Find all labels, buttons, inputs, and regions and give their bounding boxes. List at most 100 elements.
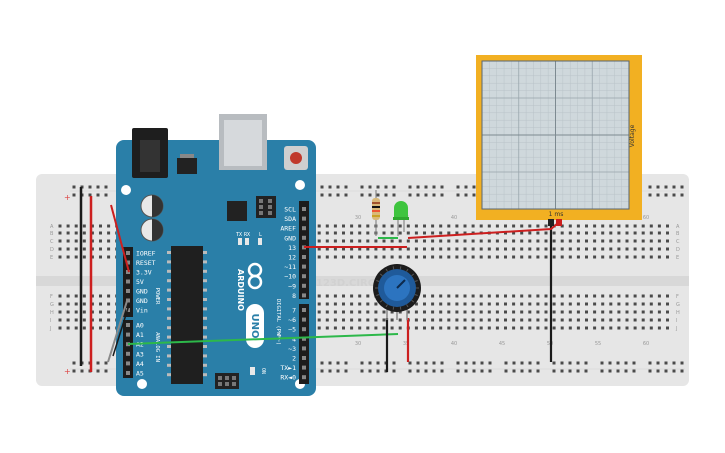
breadboard-hole[interactable] (398, 231, 402, 235)
power-pin[interactable] (126, 279, 130, 284)
digital-pin[interactable] (302, 207, 306, 211)
breadboard-hole[interactable] (633, 255, 637, 259)
breadboard-hole[interactable] (431, 310, 435, 314)
breadboard-hole[interactable] (648, 361, 652, 365)
breadboard-hole[interactable] (528, 294, 532, 298)
breadboard-hole[interactable] (424, 361, 428, 365)
breadboard-hole[interactable] (423, 302, 426, 306)
breadboard-hole[interactable] (455, 318, 459, 322)
breadboard-hole[interactable] (99, 310, 102, 314)
breadboard-hole[interactable] (601, 302, 605, 306)
digital-pin[interactable] (302, 293, 306, 298)
breadboard-hole[interactable] (414, 239, 418, 243)
breadboard-hole[interactable] (374, 310, 378, 314)
breadboard-hole[interactable] (463, 239, 467, 243)
breadboard-hole[interactable] (536, 239, 540, 243)
breadboard-hole[interactable] (504, 231, 507, 235)
breadboard-hole[interactable] (82, 318, 86, 322)
breadboard-hole[interactable] (96, 185, 100, 189)
breadboard-hole[interactable] (609, 326, 613, 330)
breadboard-hole[interactable] (609, 255, 613, 259)
breadboard-hole[interactable] (406, 255, 410, 259)
breadboard-hole[interactable] (350, 224, 354, 228)
breadboard-hole[interactable] (609, 239, 613, 243)
breadboard-hole[interactable] (528, 239, 532, 243)
breadboard-hole[interactable] (382, 239, 386, 243)
breadboard-hole[interactable] (624, 369, 628, 373)
breadboard-hole[interactable] (648, 193, 652, 197)
breadboard-hole[interactable] (374, 247, 378, 251)
breadboard-hole[interactable] (568, 369, 572, 373)
breadboard-hole[interactable] (333, 239, 337, 243)
breadboard-hole[interactable] (447, 224, 451, 228)
breadboard-hole[interactable] (617, 247, 621, 251)
breadboard-hole[interactable] (374, 302, 378, 306)
breadboard-hole[interactable] (601, 294, 605, 298)
scope-probe-signal[interactable] (556, 219, 562, 226)
breadboard-hole[interactable] (366, 326, 370, 330)
breadboard-hole[interactable] (552, 326, 556, 330)
breadboard-hole[interactable] (648, 369, 652, 373)
breadboard-hole[interactable] (504, 302, 507, 306)
breadboard-hole[interactable] (90, 224, 94, 228)
breadboard-hole[interactable] (431, 318, 435, 322)
analog-pin[interactable] (126, 371, 130, 375)
breadboard-hole[interactable] (439, 231, 443, 235)
breadboard-hole[interactable] (455, 255, 459, 259)
breadboard-hole[interactable] (88, 185, 92, 189)
breadboard-hole[interactable] (406, 239, 410, 243)
breadboard-hole[interactable] (325, 310, 329, 314)
breadboard-hole[interactable] (333, 294, 337, 298)
breadboard-hole[interactable] (398, 326, 402, 330)
breadboard-hole[interactable] (406, 231, 410, 235)
breadboard-hole[interactable] (431, 231, 435, 235)
breadboard-hole[interactable] (104, 369, 108, 373)
breadboard-hole[interactable] (74, 318, 78, 322)
breadboard-hole[interactable] (528, 231, 532, 235)
breadboard-hole[interactable] (625, 255, 629, 259)
breadboard-hole[interactable] (568, 326, 572, 330)
breadboard-hole[interactable] (58, 318, 62, 322)
breadboard-hole[interactable] (384, 185, 388, 189)
breadboard-hole[interactable] (66, 326, 70, 330)
breadboard-hole[interactable] (552, 310, 556, 314)
breadboard-hole[interactable] (414, 255, 418, 259)
breadboard-hole[interactable] (552, 255, 556, 259)
analog-pin[interactable] (126, 332, 130, 337)
breadboard-hole[interactable] (99, 255, 102, 259)
breadboard-hole[interactable] (617, 318, 621, 322)
breadboard-hole[interactable] (368, 369, 372, 373)
breadboard-hole[interactable] (641, 239, 645, 243)
breadboard-hole[interactable] (416, 369, 420, 373)
breadboard-hole[interactable] (512, 239, 516, 243)
breadboard-hole[interactable] (512, 310, 516, 314)
breadboard-hole[interactable] (576, 310, 580, 314)
breadboard-hole[interactable] (439, 294, 443, 298)
breadboard-hole[interactable] (601, 326, 605, 330)
breadboard-hole[interactable] (74, 326, 78, 330)
breadboard-hole[interactable] (447, 247, 451, 251)
breadboard-hole[interactable] (107, 255, 111, 259)
breadboard-hole[interactable] (107, 302, 111, 306)
breadboard-hole[interactable] (520, 361, 524, 365)
breadboard-hole[interactable] (392, 369, 396, 373)
breadboard-hole[interactable] (423, 224, 426, 228)
breadboard-hole[interactable] (520, 310, 524, 314)
breadboard-hole[interactable] (616, 369, 620, 373)
breadboard-hole[interactable] (666, 224, 669, 228)
breadboard-hole[interactable] (374, 318, 378, 322)
breadboard-hole[interactable] (360, 193, 364, 197)
breadboard-hole[interactable] (464, 369, 468, 373)
breadboard-hole[interactable] (366, 318, 370, 322)
breadboard-hole[interactable] (72, 185, 76, 189)
breadboard-hole[interactable] (633, 224, 637, 228)
breadboard-hole[interactable] (593, 294, 597, 298)
breadboard-hole[interactable] (666, 247, 669, 251)
breadboard-hole[interactable] (455, 310, 459, 314)
breadboard-hole[interactable] (584, 369, 588, 373)
breadboard-hole[interactable] (680, 369, 684, 373)
breadboard-hole[interactable] (528, 361, 532, 365)
breadboard-hole[interactable] (368, 185, 372, 189)
breadboard-hole[interactable] (325, 294, 329, 298)
breadboard-hole[interactable] (479, 239, 483, 243)
